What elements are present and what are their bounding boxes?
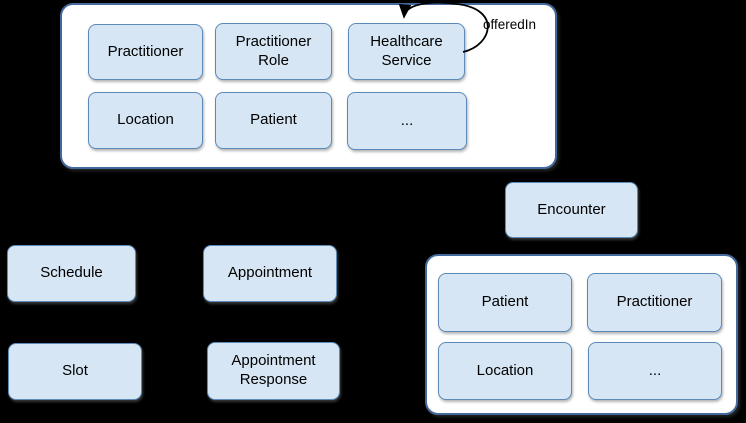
offeredin-label: offeredIn [483, 17, 537, 32]
node-schedule: Schedule [7, 245, 136, 302]
node-encounter-ellipsis: ... [588, 342, 722, 400]
node-appointment: Appointment [203, 245, 337, 302]
node-patient: Patient [215, 92, 332, 149]
node-healthcare-service: Healthcare Service [348, 23, 465, 80]
node-encounter-practitioner: Practitioner [587, 273, 722, 332]
node-encounter-location: Location [438, 342, 572, 400]
node-practitioner: Practitioner [88, 24, 203, 80]
node-appointment-response: Appointment Response [207, 342, 340, 400]
node-ellipsis: ... [347, 92, 467, 150]
node-encounter: Encounter [505, 182, 638, 238]
node-practitioner-role: Practitioner Role [215, 23, 332, 80]
node-slot: Slot [8, 343, 142, 400]
node-location: Location [88, 92, 203, 149]
node-encounter-patient: Patient [438, 273, 572, 332]
